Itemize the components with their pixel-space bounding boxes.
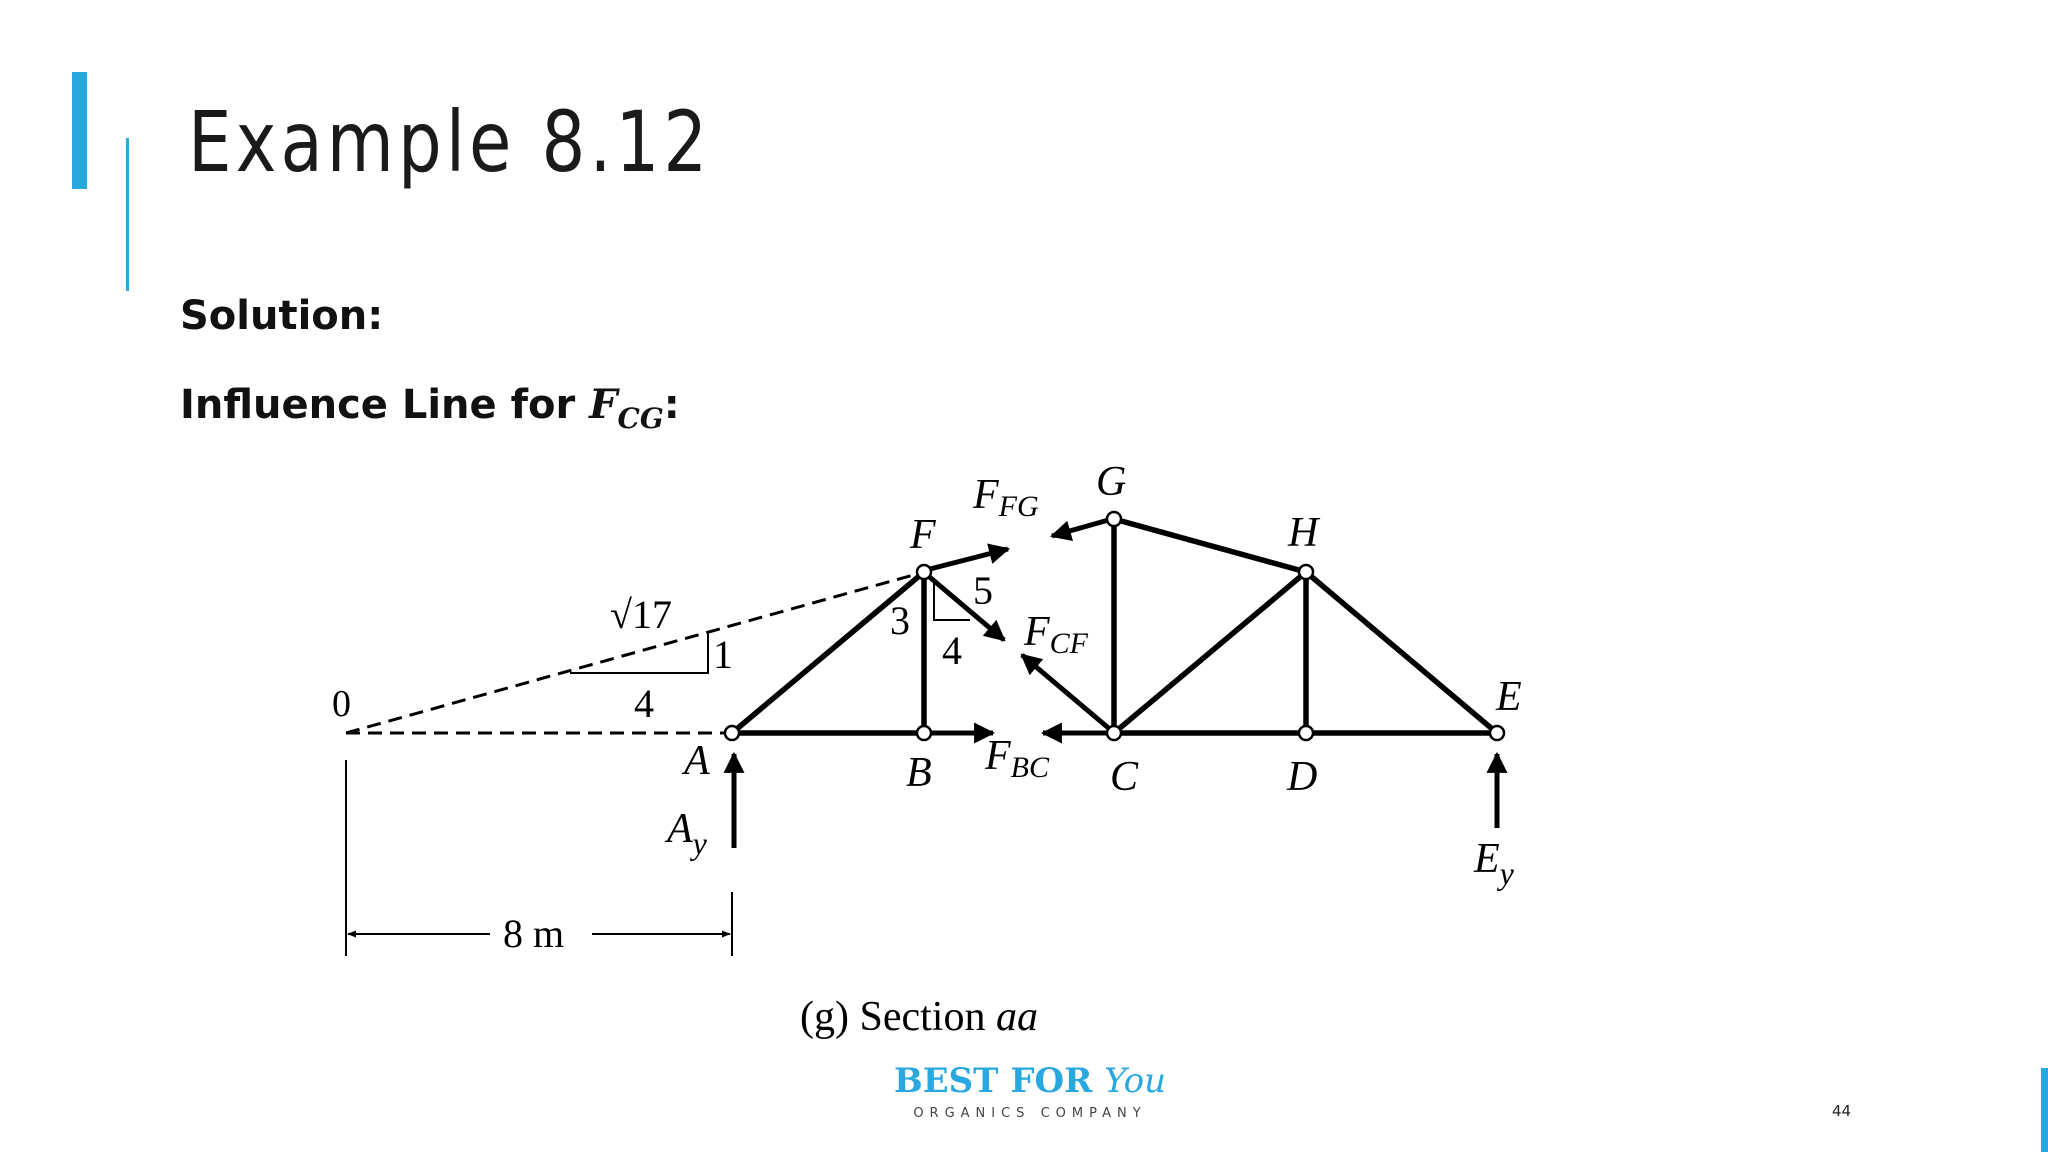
label-reaction-Ey-sub: y: [1497, 855, 1515, 891]
joint-G: [1105, 510, 1123, 528]
page-number: 44: [1832, 1102, 1852, 1120]
label-dimension: 8 m: [503, 911, 564, 956]
label-member-hyp: 5: [973, 568, 993, 613]
logo-italic: You: [1104, 1061, 1167, 1101]
influence-line-suffix: :: [663, 382, 680, 428]
joint-H: [1297, 563, 1315, 581]
label-slope-rise: 1: [713, 632, 733, 677]
slope-triangle: [570, 633, 709, 674]
joint-C: [1105, 724, 1123, 742]
label-H: H: [1287, 510, 1321, 556]
member-CH: [1111, 569, 1309, 736]
label-force-FCF: FCF: [1023, 609, 1089, 660]
truss-joints: [723, 510, 1506, 742]
label-force-FFG-main: F: [972, 472, 999, 518]
logo-main: BEST FOR: [893, 1061, 1105, 1101]
force-arrows: [723, 516, 1508, 848]
influence-line-heading: Influence Line for FCG:: [180, 382, 680, 433]
label-D: D: [1286, 754, 1317, 800]
label-force-FFG-sub: FG: [998, 490, 1039, 523]
label-reaction-Ey-main: E: [1473, 836, 1500, 882]
influence-line-subscript: CG: [617, 402, 664, 435]
label-G: G: [1096, 459, 1126, 505]
label-C: C: [1110, 754, 1139, 800]
logo-main-text: BEST FOR You: [880, 1064, 1180, 1098]
label-force-FBC-sub: BC: [1011, 751, 1050, 784]
label-force-FCF-main: F: [1023, 609, 1050, 655]
force-arrow-FCF-right: [1020, 653, 1114, 733]
joint-E: [1488, 724, 1506, 742]
force-arrow-FFG-right: [1049, 516, 1113, 541]
force-arrow-FCF-left: [924, 572, 1006, 642]
influence-line-prefix: Influence Line for: [180, 382, 590, 428]
label-reaction-Ay-main: A: [664, 806, 693, 852]
member-slope-triangle: [933, 580, 970, 621]
logo-subtitle: ORGANICS COMPANY: [913, 1106, 1147, 1121]
diagram-caption-prefix: (g) Section: [800, 994, 996, 1040]
label-member-run: 4: [942, 628, 962, 673]
slide-title: Example 8.12: [188, 93, 712, 191]
member-HE: [1303, 569, 1500, 736]
member-GH: [1111, 516, 1309, 575]
label-F: F: [909, 512, 936, 558]
accent-bar: [72, 72, 87, 189]
force-arrow-FFG-left: [925, 543, 1011, 573]
dashed-extension-line: [345, 570, 925, 735]
truss-members: [729, 516, 1500, 736]
label-reaction-Ey: Ey: [1473, 836, 1515, 891]
company-logo: BEST FOR You ORGANICS COMPANY: [880, 1064, 1180, 1121]
accent-line: [126, 138, 129, 291]
label-E: E: [1495, 674, 1522, 720]
label-force-FFG: FFG: [972, 472, 1039, 523]
influence-line-force: F: [589, 381, 618, 428]
label-B: B: [906, 750, 932, 796]
diagram-caption-italic: aa: [996, 994, 1038, 1040]
label-slope-hyp: √17: [610, 592, 672, 637]
label-origin: 0: [332, 683, 351, 725]
member-AF: [729, 569, 927, 736]
corner-accent-bar: [2041, 1068, 2048, 1152]
label-reaction-Ay-sub: y: [690, 825, 708, 861]
label-force-FBC: FBC: [984, 733, 1050, 784]
joint-B: [915, 724, 933, 742]
label-A: A: [681, 738, 710, 784]
joint-D: [1297, 724, 1315, 742]
label-force-FCF-sub: CF: [1050, 627, 1089, 660]
label-reaction-Ay: Ay: [664, 806, 708, 861]
diagram-caption: (g) Section aa: [800, 994, 1038, 1040]
label-member-rise: 3: [890, 598, 910, 643]
joint-F: [915, 563, 933, 581]
label-force-FBC-main: F: [984, 733, 1011, 779]
solution-heading: Solution:: [180, 293, 384, 339]
joint-A: [723, 724, 741, 742]
label-slope-run: 4: [634, 681, 654, 726]
